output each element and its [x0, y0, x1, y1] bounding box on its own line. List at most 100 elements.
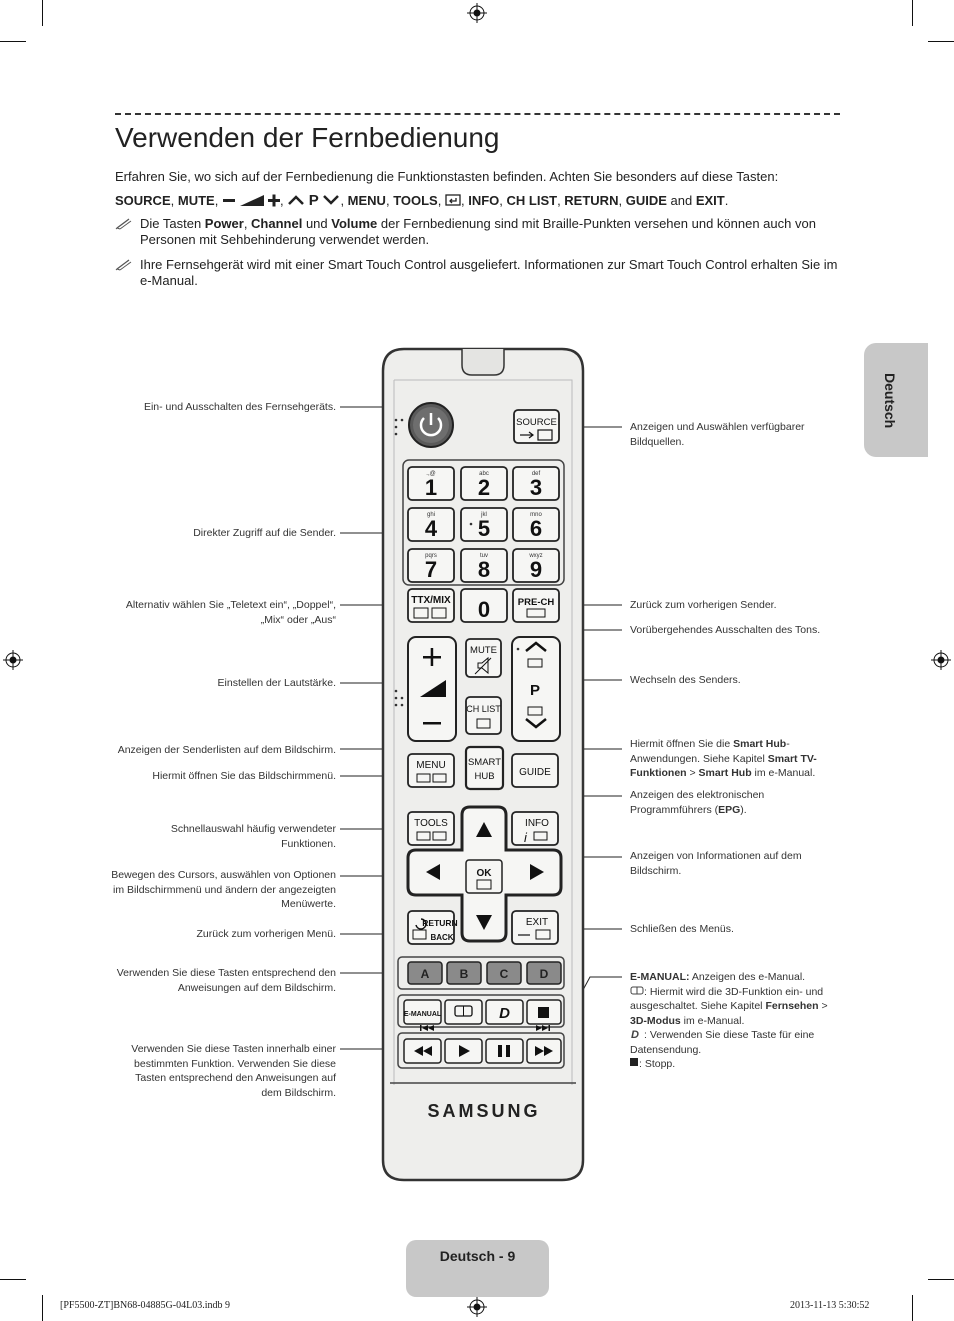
- note-pencil-icon: [115, 259, 132, 271]
- crop-mark: [0, 1279, 26, 1280]
- label-smarthub: Hiermit öffnen Sie die Smart Hub-Anwendu…: [630, 737, 830, 781]
- fast-forward-button[interactable]: [526, 1038, 562, 1064]
- return-label: RETURN: [422, 918, 457, 928]
- ok-button[interactable]: OK: [465, 859, 503, 894]
- digit-7-letters: pqrs: [425, 553, 437, 559]
- print-info-left: [PF5500-ZT]BN68-04885G-04L03.indb 9: [60, 1300, 230, 1311]
- label-source: Anzeigen und Auswählen verfügbarer Bildq…: [630, 421, 805, 448]
- power-button[interactable]: [408, 402, 454, 448]
- rewind-button[interactable]: [403, 1038, 442, 1064]
- braille-dots-volume: [394, 689, 404, 707]
- 3d-button[interactable]: [444, 999, 483, 1025]
- digit-0-button[interactable]: 0: [460, 588, 508, 623]
- tools-label: TOOLS: [414, 818, 448, 829]
- label-power: Ein- und Ausschalten des Fernsehgeräts.: [143, 401, 336, 413]
- note-smart-touch: Ihre Fernsehgerät wird mit einer Smart T…: [115, 257, 840, 291]
- digit-1-label: 1: [425, 475, 437, 500]
- svg-text:D: D: [631, 1029, 639, 1039]
- crop-mark: [42, 1295, 43, 1321]
- digit-9-letters: wxyz: [528, 553, 542, 559]
- smarthub-bold-1: Smart Hub: [733, 738, 787, 750]
- key-chlist: CH LIST: [506, 193, 558, 208]
- digit-8-label: 8: [478, 557, 490, 582]
- note-1-post: der Fernbedienung sind mit Braille-Punkt…: [140, 216, 816, 247]
- mute-button[interactable]: MUTE: [465, 638, 502, 678]
- digit-3-label: 3: [530, 475, 542, 500]
- channel-p-label: P: [530, 682, 540, 699]
- key-tools: TOOLS: [393, 193, 438, 208]
- digit-5-label: 5: [478, 516, 490, 541]
- color-key-b-button[interactable]: B: [446, 961, 482, 985]
- registration-mark-icon: [931, 650, 951, 670]
- play-button[interactable]: [444, 1038, 483, 1064]
- keys-line: SOURCE, MUTE, , P , MENU, TOOLS, , INFO,…: [115, 192, 729, 209]
- return-button[interactable]: RETURN BACK: [407, 910, 458, 945]
- pause-button[interactable]: [485, 1038, 524, 1064]
- digit-6-label: 6: [530, 516, 542, 541]
- language-tab: Deutsch: [864, 343, 928, 457]
- hub-label: HUB: [474, 771, 494, 782]
- crop-mark: [928, 41, 954, 42]
- pre-ch-label: PRE-CH: [518, 597, 555, 608]
- samsung-logo: SAMSUNG: [427, 1101, 540, 1121]
- pre-ch-button[interactable]: PRE-CH: [512, 588, 560, 623]
- key-p: P: [308, 192, 319, 209]
- guide-button[interactable]: GUIDE: [511, 753, 559, 788]
- data-d-icon: D: [631, 1029, 639, 1041]
- digit-8-letters: tuv: [480, 553, 488, 559]
- note-pencil-icon: [115, 218, 132, 230]
- ttx-mix-button[interactable]: TTX/MIX: [407, 588, 455, 623]
- menu-button[interactable]: MENU: [407, 753, 455, 788]
- e-manual-button[interactable]: E-MANUAL: [403, 999, 442, 1025]
- label-menu: Hiermit öffnen Sie das Bildschirmmenü.: [152, 770, 336, 782]
- smart-hub-button[interactable]: SMART HUB: [464, 745, 505, 791]
- smart-label: SMART: [468, 757, 501, 768]
- threed-bold-1: Fernsehen: [765, 1000, 819, 1012]
- media-keys-frame: [397, 1032, 565, 1069]
- braille-dots-top: [394, 418, 404, 436]
- digit-5-letters: jkl: [480, 512, 487, 518]
- stop-button[interactable]: [526, 999, 562, 1025]
- digit-1-button[interactable]: .,@1: [407, 466, 455, 501]
- channel-rocker[interactable]: P: [511, 636, 561, 742]
- ch-list-button[interactable]: CH LIST: [465, 696, 502, 735]
- key-exit: EXIT: [695, 193, 725, 208]
- digit-4-label: 4: [425, 516, 438, 541]
- label-guide: Anzeigen des elektronischen Programmführ…: [630, 788, 830, 817]
- guide-bold: EPG: [718, 803, 741, 816]
- color-key-a-button[interactable]: A: [407, 961, 443, 985]
- color-key-d-button[interactable]: D: [526, 961, 562, 985]
- key-guide: GUIDE: [625, 193, 667, 208]
- tools-button[interactable]: TOOLS: [407, 811, 455, 846]
- source-button[interactable]: SOURCE: [513, 409, 560, 444]
- color-key-c-button[interactable]: C: [486, 961, 522, 985]
- volume-rocker[interactable]: [407, 636, 457, 742]
- data-d-button[interactable]: D: [485, 999, 524, 1025]
- guide-text-1: Anzeigen des elektronischen Programmführ…: [630, 789, 765, 816]
- crop-mark: [912, 1295, 913, 1321]
- label-chlist: Anzeigen der Senderlisten auf dem Bildsc…: [117, 744, 336, 756]
- key-menu: MENU: [347, 193, 386, 208]
- exit-button[interactable]: EXIT: [511, 910, 559, 945]
- volume-keys-icon: [222, 194, 280, 207]
- label-mute: Vorübergehendes Ausschalten des Tons.: [630, 624, 821, 636]
- key-return: RETURN: [564, 193, 619, 208]
- label-numbers: Direkter Zugriff auf die Sender.: [193, 527, 336, 539]
- smarthub-text-2: -Anwendungen. Siehe Kapitel: [630, 738, 790, 765]
- print-info-right: 2013-11-13 5:30:52: [790, 1300, 870, 1311]
- info-button[interactable]: INFO i: [511, 811, 559, 846]
- digit-4-letters: ghi: [427, 512, 435, 518]
- remote-control: SOURCE .,@1abc2def3ghi4jkl5mno6pqrs7tuv8…: [381, 347, 585, 1182]
- smarthub-text-3: >: [686, 767, 699, 779]
- emanual-bold: E-MANUAL:: [630, 971, 690, 983]
- e-manual-label: E-MANUAL: [404, 1011, 442, 1018]
- color-key-c-label: C: [500, 967, 509, 981]
